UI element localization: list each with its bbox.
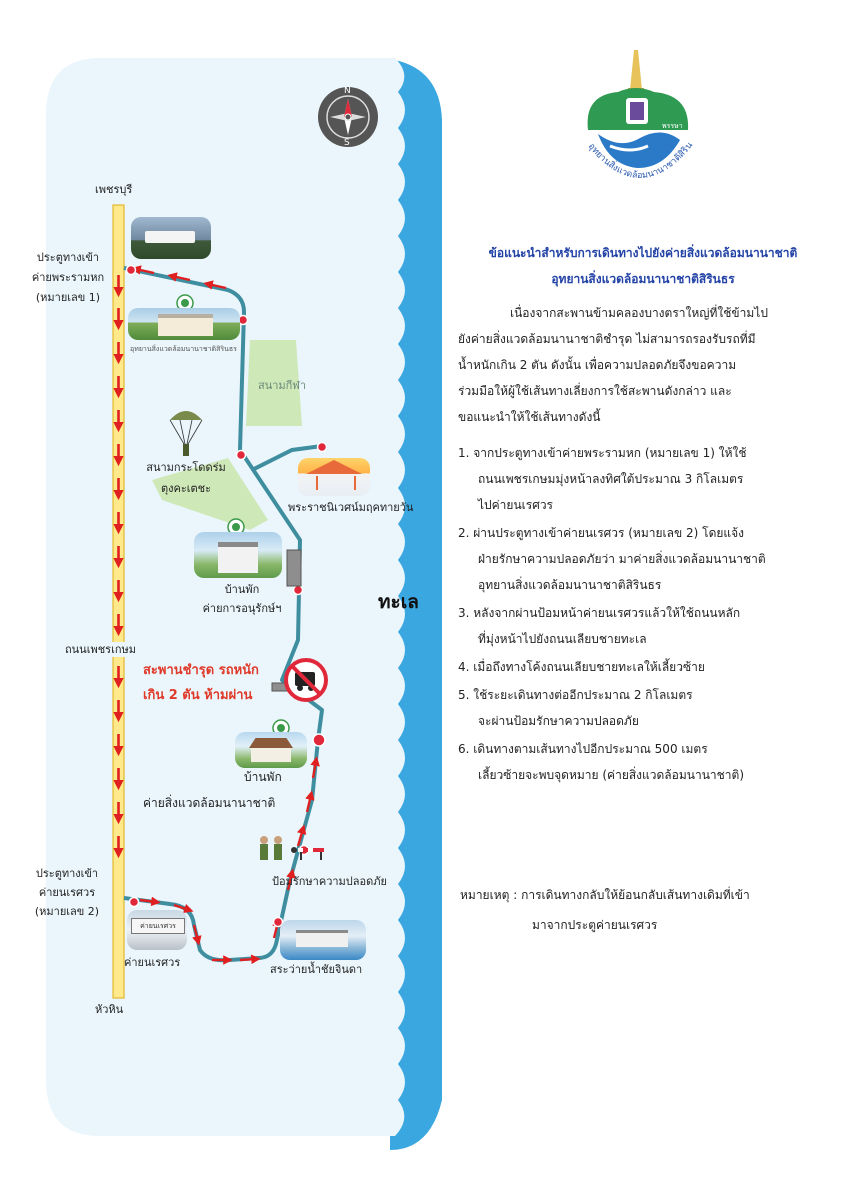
soldiers-icon xyxy=(260,836,282,860)
note-text: หมายเหตุ : การเดินทางกลับให้ย้อนกลับเส้น… xyxy=(460,888,750,932)
conservation-house-label: บ้านพัก ค่ายการอนุรักษ์ฯ xyxy=(202,583,282,615)
naresuan-camp-label: ค่ายนเรศวร xyxy=(124,956,181,969)
naresuan-sign: ค่ายนเรศวร xyxy=(131,918,185,934)
gate2-label: ประตูทางเข้า ค่ายนเรศวร (หมายเลข 2) xyxy=(34,867,100,918)
camp-house-photo xyxy=(235,732,307,768)
step-item: 5. ใช้ระยะเดินทางต่ออีกประมาณ 2 กิโลเมตร… xyxy=(458,688,693,728)
parachutist-icon xyxy=(169,411,203,456)
camp-name-label: ค่ายสิ่งแวดล้อมนานาชาติ xyxy=(143,796,276,810)
stadium-area xyxy=(246,340,302,426)
gate1-photo xyxy=(131,217,211,259)
road-name-label: ถนนเพชรเกษม xyxy=(65,642,137,657)
camp-house-label: บ้านพัก xyxy=(244,770,282,784)
page-title: ข้อแนะนำสำหรับการเดินทางไปยังค่ายสิ่งแวด… xyxy=(488,246,798,286)
park-logo: พรรษา อุทยานสิ่งแวดล้อมนานาชาติสิรินธร xyxy=(567,43,710,195)
north-end-label: เพชรบุรี xyxy=(95,183,133,196)
parachute-field-area xyxy=(152,458,268,530)
instructions-panel: ข้อแนะนำสำหรับการเดินทางไปยังค่ายสิ่งแวด… xyxy=(458,240,828,790)
route-direction-arrows xyxy=(131,265,320,965)
parachute-field-label: สนามกระโดดร่ม ตุงคะเตชะ xyxy=(146,461,226,495)
compass-north-label: N xyxy=(344,86,351,96)
south-end-label: หัวหิน xyxy=(95,1003,124,1016)
sea-label: ทะเล xyxy=(378,591,419,613)
route-waypoints xyxy=(125,264,328,928)
steps-list: 1. จากประตูทางเข้าค่ายพระรามหก (หมายเลข … xyxy=(458,440,828,788)
step-item: 2. ผ่านประตูทางเข้าค่ายนเรศวร (หมายเลข 2… xyxy=(458,526,766,592)
stadium-label: สนามกีฬา xyxy=(258,379,307,392)
compass-south-label: S xyxy=(344,138,350,148)
step-item: 6. เดินทางตามเส้นทางไปอีกประมาณ 500 เมตร… xyxy=(458,742,745,782)
broken-bridge xyxy=(286,549,302,587)
step-item: 4. เมื่อถึงทางโค้งถนนเลียบชายทะเลให้เลี้… xyxy=(458,660,705,674)
guard-post-label: ป้อมรักษาความปลอดภัย xyxy=(272,875,387,888)
intro-paragraph: เนื่องจากสะพานข้ามคลองบางตราใหญ่ที่ใช้ข้… xyxy=(458,306,768,424)
naresuan-camp-photo: ค่ายนเรศวร xyxy=(127,910,187,950)
step-item: 1. จากประตูทางเข้าค่ายพระรามหก (หมายเลข … xyxy=(458,446,747,512)
bridge-warning-label: สะพานชำรุด รถหนัก เกิน 2 ตัน ห้ามผ่าน xyxy=(143,663,259,703)
park-caption-label: อุทยานสิ่งแวดล้อมนานาชาติสิรินธร xyxy=(130,345,237,353)
barrier-icon xyxy=(291,847,324,860)
gate1-label: ประตูทางเข้า ค่ายพระรามหก (หมายเลข 1) xyxy=(31,251,105,304)
route-line-branch-palace xyxy=(251,444,323,472)
logo-spire xyxy=(630,50,642,90)
no-truck-sign-icon xyxy=(284,658,328,702)
pool-label: สระว่ายน้ำชัยจินดา xyxy=(270,963,363,976)
pool-photo xyxy=(280,920,366,960)
step-item: 3. หลังจากผ่านป้อมหน้าค่ายนเรศวรแล้วให้ใ… xyxy=(458,606,741,646)
compass-rose xyxy=(318,87,378,147)
logo-badge-text: พรรษา xyxy=(662,122,683,130)
palace-photo xyxy=(298,458,370,496)
route-line-north xyxy=(123,266,324,741)
park-building-photo xyxy=(128,308,240,340)
conservation-house-photo xyxy=(194,532,282,578)
palace-label: พระราชนิเวศน์มฤคทายวัน xyxy=(288,501,414,514)
